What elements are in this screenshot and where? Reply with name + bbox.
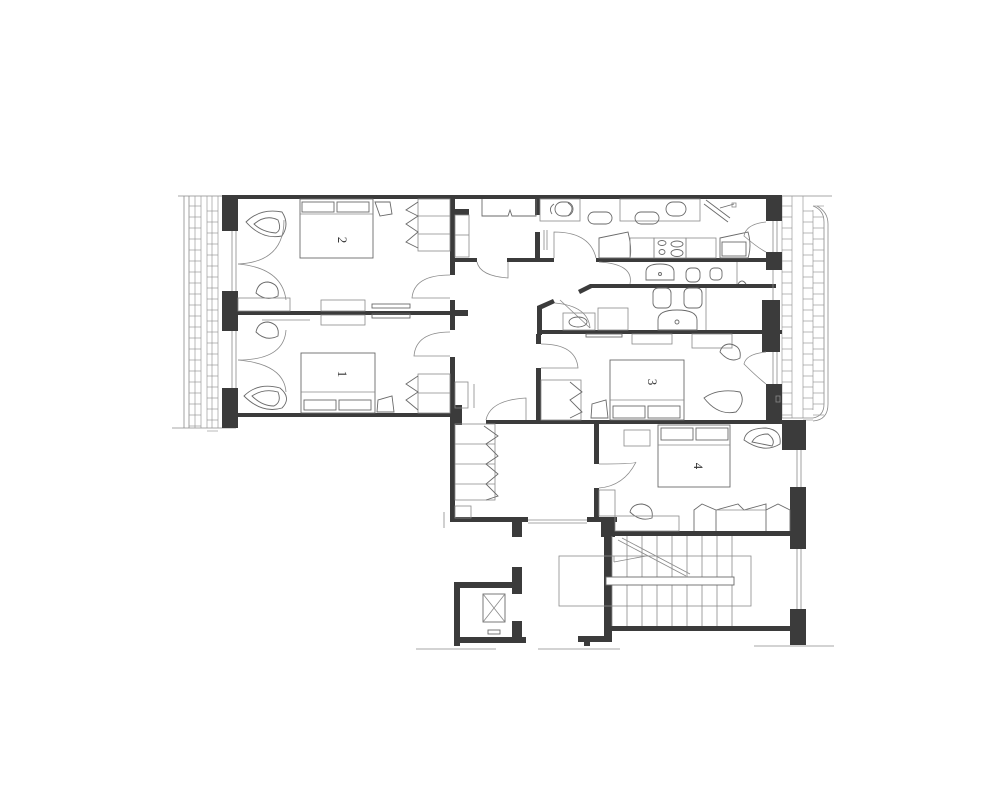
right-balcony bbox=[780, 195, 832, 422]
entry-hall bbox=[454, 423, 499, 519]
closet bbox=[454, 199, 537, 279]
staircase bbox=[558, 536, 752, 626]
room-label-4: 4 bbox=[691, 463, 706, 470]
bathroom-upper bbox=[598, 261, 747, 285]
bedroom-3: 3 bbox=[540, 333, 781, 421]
bathroom-lower bbox=[554, 287, 707, 331]
kitchen-dining bbox=[539, 198, 767, 259]
room-label-2: 2 bbox=[335, 237, 350, 244]
left-balcony bbox=[172, 195, 236, 432]
bedroom-4: 4 bbox=[598, 424, 791, 532]
bedroom-2: 2 bbox=[237, 198, 451, 312]
room-label-3: 3 bbox=[645, 379, 660, 386]
central-hallway bbox=[454, 381, 527, 421]
elevator bbox=[482, 593, 506, 635]
walls bbox=[222, 195, 834, 650]
bedroom-1: 1 bbox=[237, 313, 451, 414]
room-label-1: 1 bbox=[335, 371, 350, 378]
